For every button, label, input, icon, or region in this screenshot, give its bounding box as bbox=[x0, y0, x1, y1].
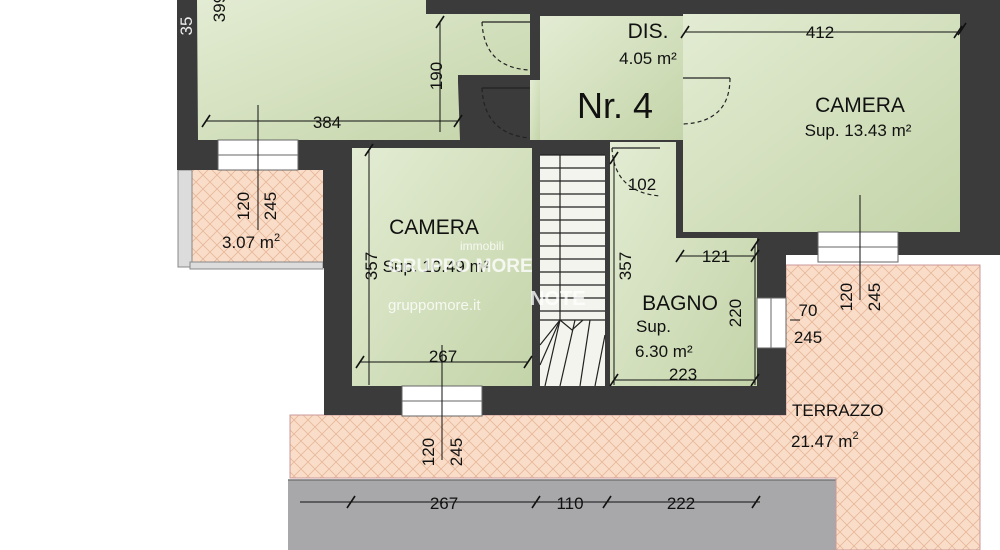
dim-121: 121 bbox=[702, 247, 730, 266]
room-dis bbox=[540, 16, 683, 140]
dim-222: 222 bbox=[667, 494, 695, 513]
dim-412: 412 bbox=[806, 23, 834, 42]
staircase bbox=[539, 154, 606, 387]
dim-357-left: 357 bbox=[362, 252, 381, 280]
watermark-line2: GRUPPO MORE bbox=[388, 256, 533, 277]
balcony-area: 3.07 m2 bbox=[222, 232, 280, 252]
window-balcony-height: 245 bbox=[261, 192, 280, 220]
dimension-lines bbox=[206, 22, 958, 503]
camera-right-area: Sup. 13.43 m² bbox=[805, 121, 912, 140]
dim-110: 110 bbox=[556, 494, 583, 513]
dimension-ticks bbox=[201, 15, 967, 509]
apartment-label: Nr. 4 bbox=[577, 85, 653, 126]
dim-267-bottom: 267 bbox=[430, 494, 458, 513]
dim-190: 190 bbox=[427, 62, 446, 90]
window-bagno-height: 245 bbox=[794, 328, 822, 347]
room-top-left bbox=[197, 0, 530, 140]
window-bottom-height: 245 bbox=[447, 438, 466, 466]
stair-area bbox=[540, 155, 605, 386]
camera-left-name: CAMERA bbox=[389, 216, 479, 239]
dim-35: 35 bbox=[177, 17, 196, 36]
dim-267-room: 267 bbox=[429, 347, 457, 366]
dim-223: 223 bbox=[669, 365, 697, 384]
balcony-area bbox=[178, 170, 323, 267]
dis-name: DIS. bbox=[628, 20, 669, 43]
watermark-line1: immobili bbox=[460, 239, 504, 253]
dis-area: 4.05 m² bbox=[619, 49, 677, 68]
dim-399: 399 bbox=[210, 0, 229, 22]
bagno-name: BAGNO bbox=[642, 292, 718, 315]
window-camera-width: 120 bbox=[837, 283, 856, 311]
bagno-sup: Sup. bbox=[636, 317, 671, 336]
gray-terrace bbox=[288, 480, 836, 550]
dim-384: 384 bbox=[313, 113, 341, 132]
dim-357-right: 357 bbox=[616, 252, 635, 280]
camera-left-area: Sup. 10.49 m² bbox=[383, 257, 490, 276]
watermark: immobili GRUPPO MORE gruppomore.it NOTE bbox=[388, 239, 586, 314]
room-camera-right bbox=[683, 14, 960, 232]
camera-right-name: CAMERA bbox=[815, 94, 905, 117]
window-bagno-width: 70 bbox=[799, 301, 818, 320]
doors bbox=[481, 21, 731, 197]
dim-220: 220 bbox=[726, 299, 745, 327]
room-bagno bbox=[610, 142, 757, 386]
window-camera-height: 245 bbox=[865, 283, 884, 311]
terrazzo-name: TERRAZZO bbox=[792, 401, 884, 420]
watermark-line4: NOTE bbox=[530, 288, 586, 310]
dim-102: 102 bbox=[628, 175, 656, 194]
terrazzo-area-label: 21.47 m2 bbox=[791, 430, 859, 451]
bagno-area: 6.30 m² bbox=[635, 342, 693, 361]
window-balcony-width: 120 bbox=[234, 192, 253, 220]
window-bottom-width: 120 bbox=[419, 438, 438, 466]
watermark-line3: gruppomore.it bbox=[388, 297, 481, 314]
